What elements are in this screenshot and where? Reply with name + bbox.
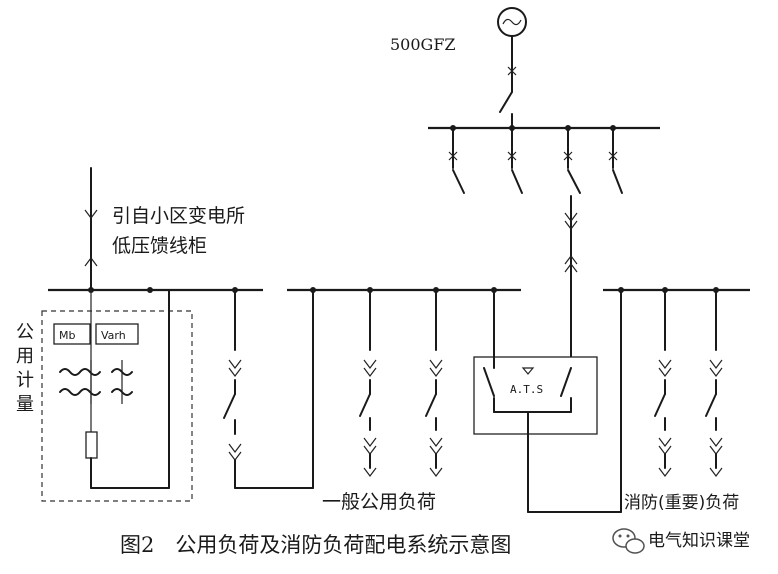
meter-left-label: Mb	[59, 329, 75, 342]
meter-label: 公 用 计 量	[16, 322, 34, 415]
ats-switch	[483, 289, 572, 513]
generator-label: 500GFZ	[390, 35, 456, 54]
current-transformers	[59, 360, 133, 404]
bus-tie-feeder	[223, 289, 314, 489]
general-load-feeder	[425, 289, 443, 477]
meter-right	[95, 323, 139, 345]
ats-label: A.T.S	[510, 383, 543, 396]
meter-right-label: Varh	[101, 329, 126, 342]
svg-text:量: 量	[16, 394, 34, 415]
general-load-label: 一般公用负荷	[322, 491, 436, 513]
meter-left	[53, 323, 91, 345]
source-label-line1: 引自小区变电所	[112, 205, 245, 227]
meter-cabinet-outline	[41, 310, 193, 502]
source-label-line2: 低压馈线柜	[112, 235, 207, 257]
generator-branch	[448, 127, 465, 194]
meter-wiring	[90, 289, 170, 489]
generator-branch	[507, 127, 523, 194]
fire-load-feeder	[654, 289, 672, 477]
svg-text:计: 计	[16, 370, 34, 391]
incoming-feeder	[84, 167, 98, 291]
svg-text:用: 用	[16, 346, 34, 367]
general-load-feeder	[359, 289, 377, 477]
generator-branch-to-ats	[563, 127, 581, 369]
svg-text:公: 公	[16, 322, 34, 343]
meter-fuse	[85, 431, 98, 459]
wechat-watermark-icon	[612, 528, 645, 554]
generator-branch	[608, 127, 623, 194]
watermark-text: 电气知识课堂	[648, 531, 750, 551]
fire-load-label: 消防(重要)负荷	[624, 493, 739, 513]
fire-load-feeder	[705, 289, 723, 477]
caption: 图2 公用负荷及消防负荷配电系统示意图	[120, 533, 511, 557]
ats-output	[527, 289, 622, 513]
generator-icon	[497, 7, 527, 37]
generator-feeder	[499, 35, 517, 129]
